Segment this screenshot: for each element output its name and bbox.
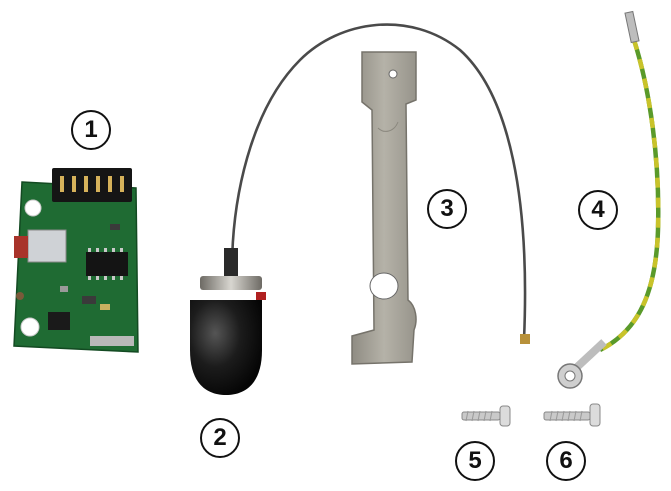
pcb-board (13, 168, 139, 353)
screw-5 (461, 405, 511, 427)
callout-4-label: 4 (591, 196, 605, 223)
callout-5: 5 (455, 441, 495, 481)
callout-6: 6 (546, 441, 586, 481)
screw-6 (543, 403, 601, 427)
antenna (190, 23, 530, 395)
callout-3: 3 (427, 189, 467, 229)
callout-1: 1 (71, 110, 111, 150)
callout-6-label: 6 (559, 447, 573, 474)
callout-2-label: 2 (213, 424, 227, 451)
callout-2: 2 (200, 418, 240, 458)
callout-1-label: 1 (84, 116, 98, 143)
callout-3-label: 3 (440, 195, 454, 222)
callout-4: 4 (578, 190, 618, 230)
callout-5-label: 5 (468, 447, 482, 474)
ground-wire (557, 10, 661, 389)
metal-bracket (351, 51, 417, 365)
